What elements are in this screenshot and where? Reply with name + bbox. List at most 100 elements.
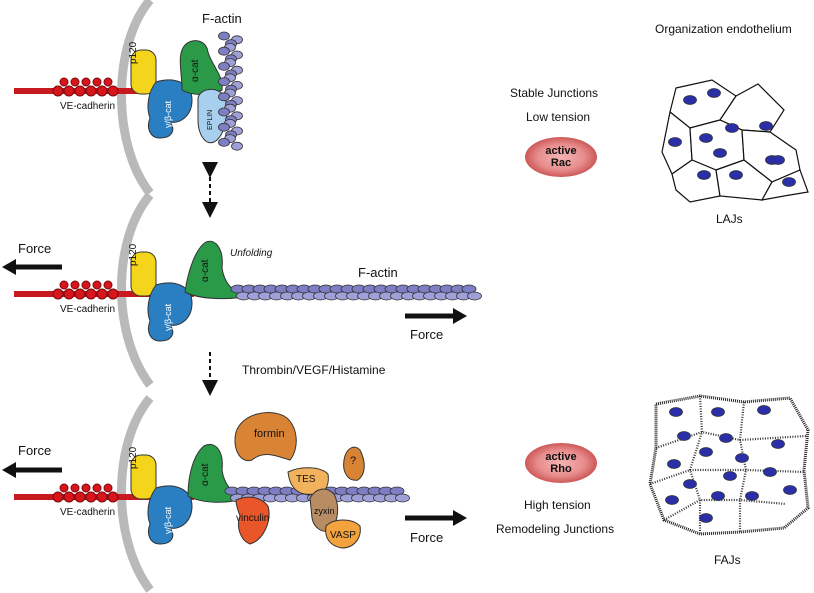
cell-nucleus bbox=[725, 123, 739, 133]
cell-nucleus bbox=[771, 439, 785, 449]
cell-nucleus bbox=[719, 433, 733, 443]
formin-protein bbox=[234, 412, 297, 462]
active-rac-line1: active bbox=[545, 145, 577, 157]
alpha-catenin-label: α-cat bbox=[200, 463, 211, 486]
active-rho-line1: active bbox=[545, 451, 577, 463]
beta-catenin-protein bbox=[147, 79, 193, 139]
actin-monomer bbox=[218, 77, 230, 86]
cell-nucleus bbox=[757, 405, 771, 415]
actin-monomer bbox=[389, 486, 405, 496]
force-right-label: Force bbox=[410, 530, 444, 545]
faj-label: FAJs bbox=[714, 553, 741, 567]
unknown-protein-label: ? bbox=[350, 455, 357, 467]
cell-nucleus bbox=[669, 407, 683, 417]
cell-nucleus bbox=[763, 467, 777, 477]
alpha-catenin-label: α-cat bbox=[200, 259, 211, 282]
beta-catenin-label: γ/β-cat bbox=[163, 303, 173, 331]
force-arrowhead-right bbox=[453, 308, 467, 324]
vinculin-label: vinculin bbox=[236, 513, 270, 524]
actin-monomer bbox=[395, 493, 410, 503]
actin-monomer bbox=[218, 46, 230, 56]
zyxin-protein bbox=[309, 488, 339, 532]
unknown-protein bbox=[343, 446, 365, 481]
beta-catenin-label: γ/β-cat bbox=[163, 100, 173, 128]
cell-nucleus bbox=[711, 407, 725, 417]
laj-cell-sheet bbox=[661, 79, 809, 203]
cell-nucleus bbox=[707, 88, 721, 98]
force-right-label: Force bbox=[410, 327, 444, 342]
zyxin-label: zyxin bbox=[314, 506, 335, 516]
ve-cadherin-label: VE-cadherin bbox=[60, 304, 116, 315]
eplin-label: EPLIN bbox=[207, 109, 214, 130]
alpha-catenin-protein bbox=[187, 444, 246, 503]
beta-catenin-protein bbox=[147, 485, 193, 545]
active-rho-badge: active Rho bbox=[525, 443, 597, 483]
cell-nucleus bbox=[683, 95, 697, 105]
active-rac-line2: Rac bbox=[550, 157, 572, 169]
remodeling-junctions-title: Remodeling Junctions bbox=[496, 522, 615, 536]
p120-label: p120 bbox=[128, 243, 139, 266]
cell-nucleus bbox=[683, 479, 697, 489]
alpha-catenin-label: α-cat bbox=[190, 59, 201, 82]
cell-nucleus bbox=[713, 148, 727, 158]
panel-force bbox=[2, 192, 482, 388]
panel-stable bbox=[14, 0, 243, 196]
cell-nucleus bbox=[745, 491, 759, 501]
stable-junctions-title: Stable Junctions bbox=[510, 86, 599, 100]
cell-nucleus bbox=[699, 133, 713, 143]
cell-nucleus bbox=[735, 453, 749, 463]
cell-nucleus bbox=[771, 155, 785, 165]
cadherin-beads bbox=[52, 77, 119, 97]
tes-label: TES bbox=[296, 474, 316, 485]
cell-nucleus bbox=[711, 491, 725, 501]
active-rho-line2: Rho bbox=[550, 463, 572, 475]
actin-monomer bbox=[218, 122, 230, 132]
actin-monomer bbox=[467, 291, 482, 301]
actin-monomer bbox=[218, 62, 230, 71]
actin-monomer bbox=[218, 31, 230, 41]
cell-nucleus bbox=[667, 459, 681, 469]
cadherin-beads bbox=[52, 483, 119, 503]
p120-label: p120 bbox=[128, 41, 139, 64]
active-rac-badge: active Rac bbox=[525, 137, 597, 177]
cell-membrane bbox=[117, 395, 154, 593]
force-left-label: Force bbox=[18, 241, 52, 256]
cell-nucleus bbox=[782, 177, 796, 187]
cell-nucleus bbox=[677, 431, 691, 441]
beta-catenin-protein bbox=[147, 282, 193, 342]
beta-catenin-label: γ/β-cat bbox=[163, 506, 173, 534]
ve-cadherin-label: VE-cadherin bbox=[60, 101, 116, 112]
p120-protein bbox=[130, 454, 157, 500]
cell-membrane bbox=[117, 192, 154, 388]
cell-nucleus bbox=[699, 513, 713, 523]
stimuli-label: Thrombin/VEGF/Histamine bbox=[242, 363, 386, 377]
unfolding-label: Unfolding bbox=[230, 248, 273, 259]
panel-remodeling bbox=[2, 395, 467, 593]
f-actin-label: F-actin bbox=[358, 265, 398, 280]
cadherin-beads bbox=[52, 280, 119, 300]
vinculin-protein bbox=[235, 496, 270, 545]
p120-protein bbox=[130, 251, 157, 297]
force-arrowhead-left bbox=[2, 462, 16, 478]
alpha-catenin-protein bbox=[184, 240, 248, 300]
laj-label: LAJs bbox=[716, 212, 743, 226]
actin-monomer bbox=[231, 141, 243, 151]
cell-nucleus bbox=[783, 485, 797, 495]
cell-nucleus bbox=[697, 170, 711, 180]
vasp-label: VASP bbox=[330, 530, 356, 541]
actin-monomer bbox=[461, 284, 477, 294]
alpha-catenin-protein bbox=[179, 40, 223, 95]
high-tension-label: High tension bbox=[524, 498, 591, 512]
actin-monomer bbox=[218, 107, 230, 117]
faj-nuclei bbox=[665, 405, 797, 523]
low-tension-label: Low tension bbox=[526, 110, 591, 124]
force-arrowhead-right bbox=[453, 510, 467, 526]
faj-cell-sheet bbox=[648, 394, 810, 536]
p120-protein bbox=[130, 49, 157, 95]
cell-nucleus bbox=[729, 170, 743, 180]
cell-membrane bbox=[117, 0, 154, 196]
ve-cadherin-label: VE-cadherin bbox=[60, 507, 116, 518]
actin-monomer bbox=[218, 92, 230, 102]
cell-nucleus bbox=[665, 495, 679, 505]
